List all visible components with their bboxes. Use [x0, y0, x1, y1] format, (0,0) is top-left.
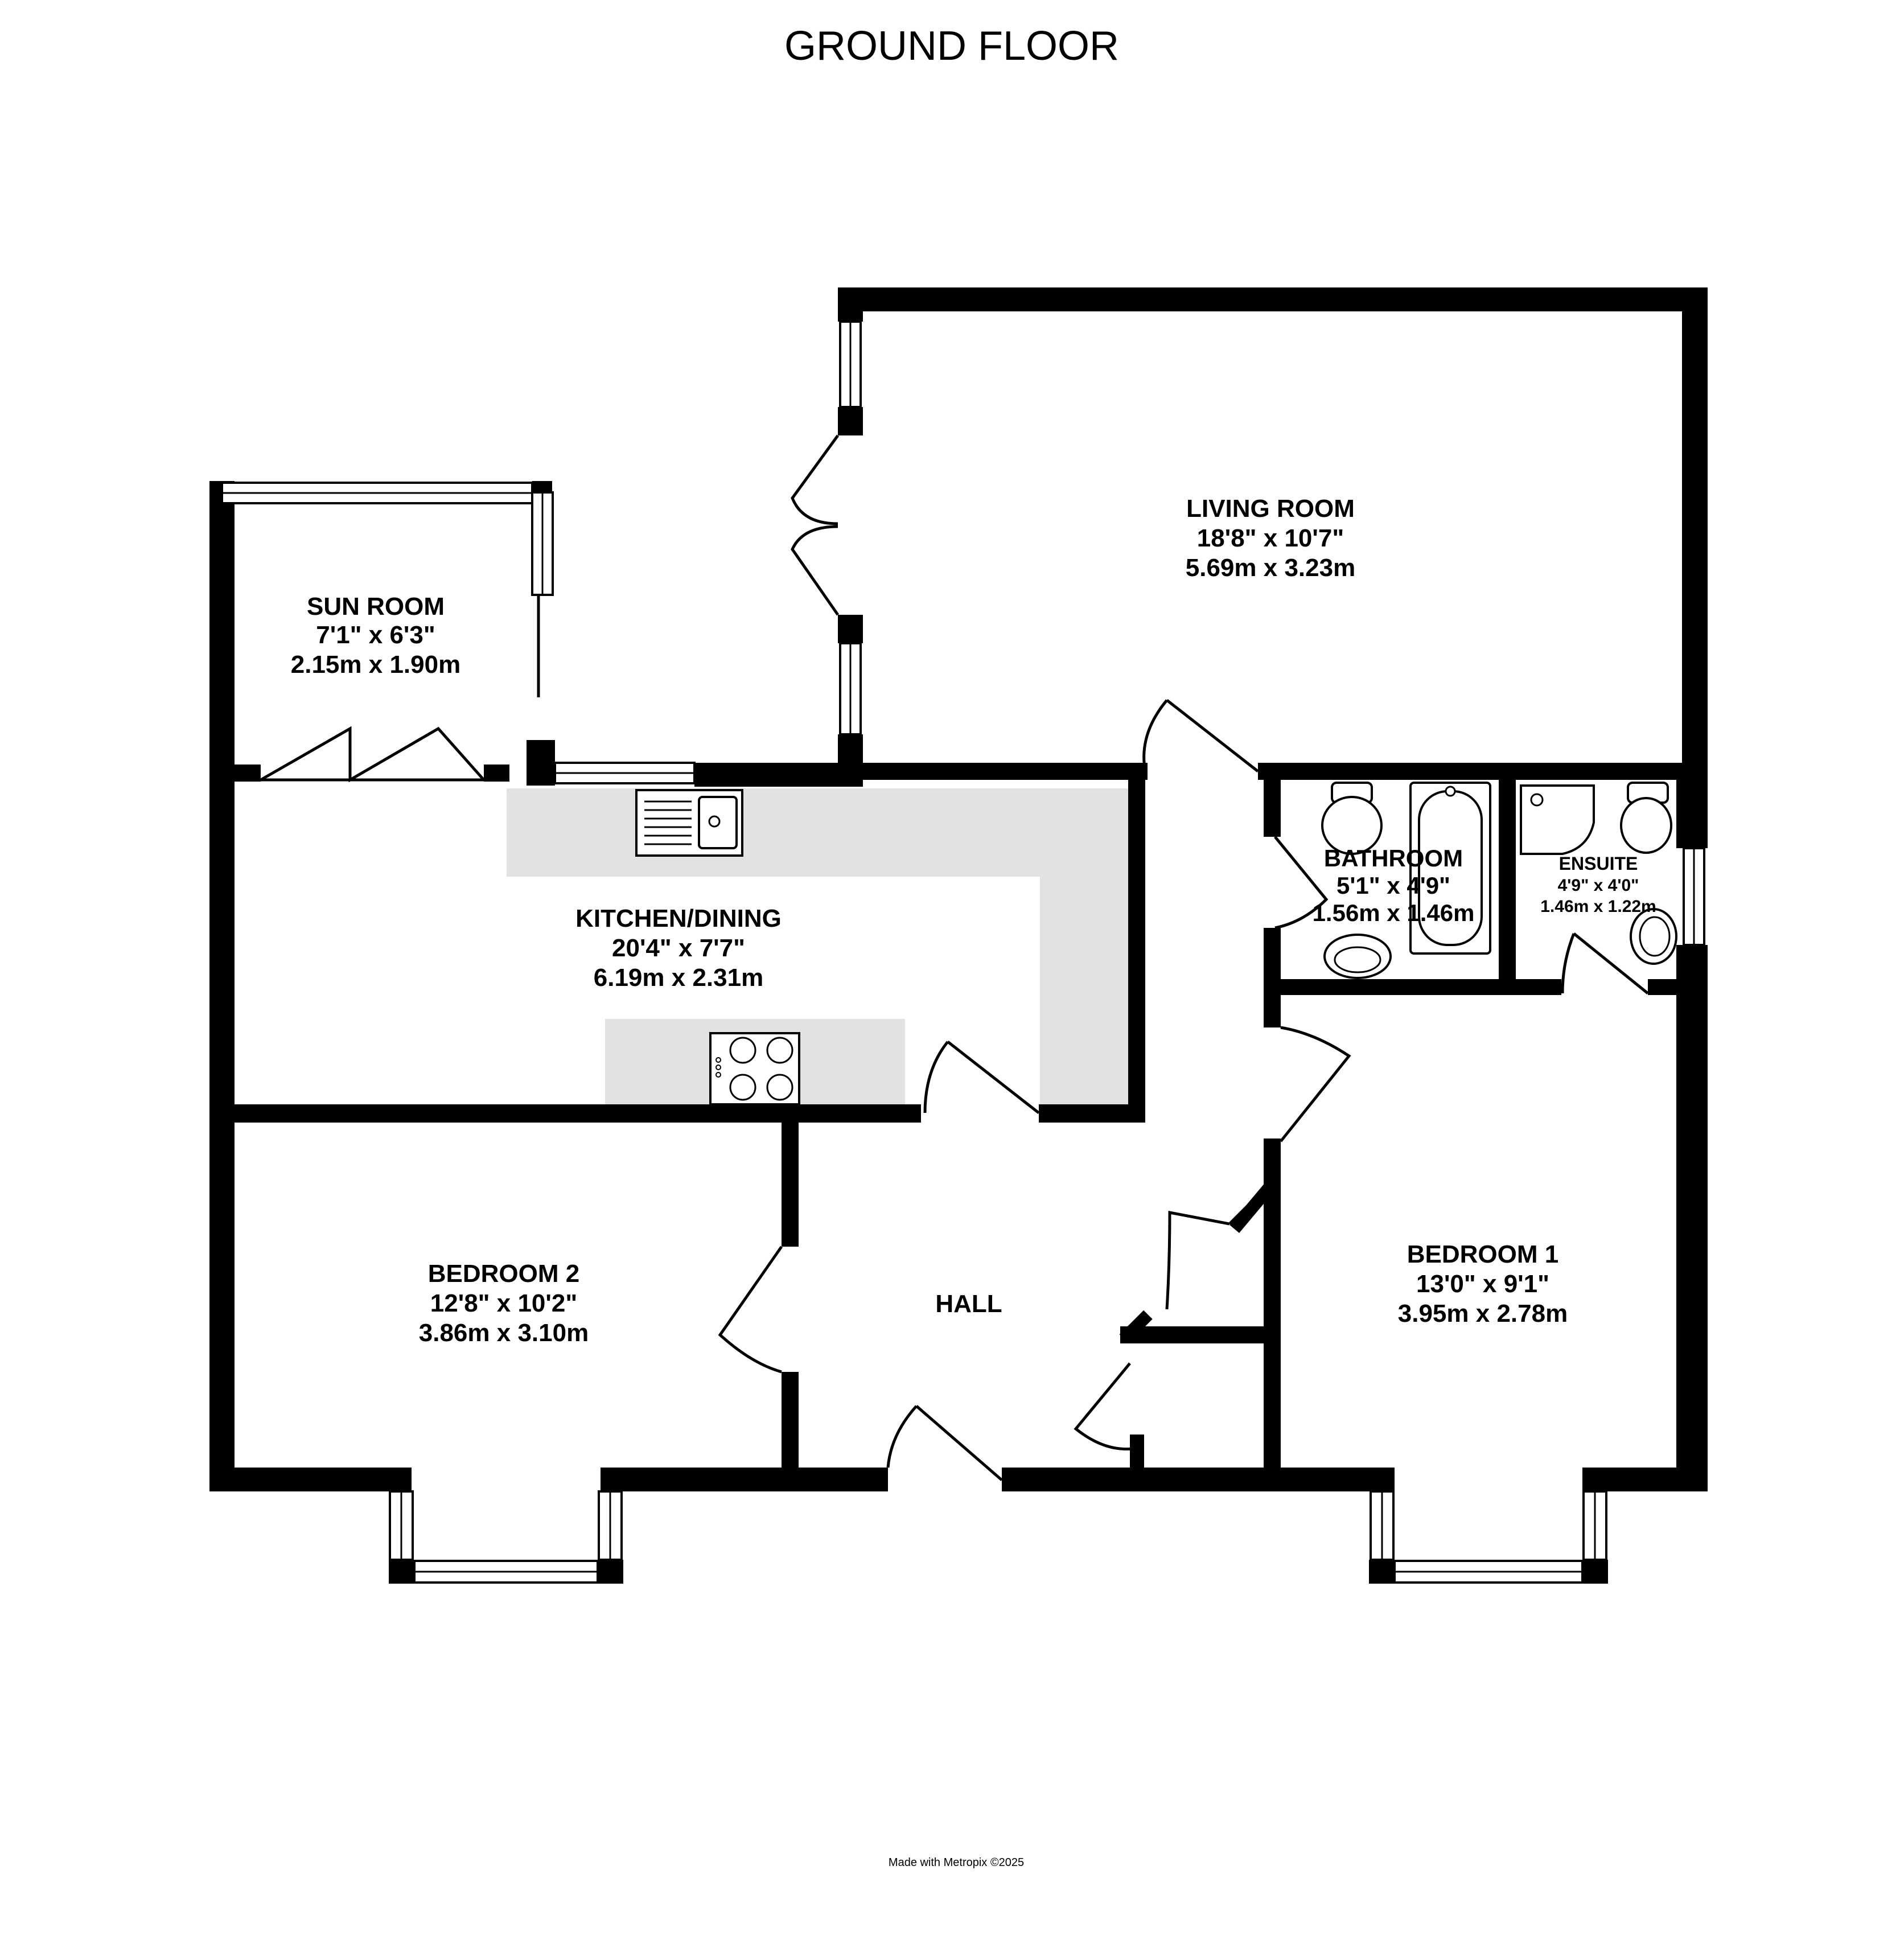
kitchen-sink-icon: [635, 789, 743, 857]
room-name: KITCHEN/DINING: [575, 905, 782, 932]
bath-icon: [1409, 782, 1491, 955]
door-bedroom2: [718, 1246, 783, 1374]
wall-living-bottom-right: [1258, 763, 1708, 780]
wall-bath-ensuite-divider: [1499, 763, 1516, 995]
wall-bath-left-upper: [1264, 763, 1281, 837]
room-metric: 1.56m x 1.46m: [1313, 899, 1475, 926]
wall-bed1-bottom-right: [1582, 1468, 1708, 1491]
wall-sun-corner-tr: [532, 481, 552, 492]
door-ensuite: [1561, 932, 1649, 994]
wall-bed2-left: [209, 1110, 235, 1491]
ensuite-shower-icon: [1520, 784, 1595, 855]
wall-bed2-bay-right-foot: [598, 1560, 623, 1584]
kitchen-worktop-top: [507, 788, 1128, 877]
room-name: BATHROOM: [1324, 845, 1463, 872]
room-name: BEDROOM 1: [1407, 1240, 1558, 1268]
wall-sun-bottom-right: [484, 765, 509, 782]
wall-kitchen-right: [1128, 763, 1145, 1121]
wall-kitchen-bottom-right: [1039, 1104, 1145, 1123]
room-imperial: 5'1" x 4'9": [1336, 872, 1450, 899]
fixtures: [635, 782, 1677, 1105]
wall-living-bottom-mid: [863, 763, 1148, 780]
wall-bed1-bay-left-foot: [1369, 1560, 1395, 1584]
wall-bed2-bottom-right: [601, 1468, 805, 1491]
wall-kitchen-bottom-left: [209, 1104, 921, 1123]
door-bedroom1: [1280, 1026, 1351, 1142]
door-cupboard-lower: [1074, 1362, 1133, 1451]
room-label-bedroom1: BEDROOM 1 13'0" x 9'1" 3.95m x 2.78m: [1398, 1240, 1568, 1327]
wall-bed1-bay-right-foot: [1582, 1560, 1608, 1584]
kitchen-worktop-side: [1040, 788, 1128, 1107]
door-kitchen-hall: [923, 1041, 1040, 1114]
wall-living-top: [838, 287, 1708, 311]
wall-living-left-upper: [838, 287, 863, 322]
bathroom-toilet-icon: [1321, 782, 1383, 855]
kitchen-worktops: [507, 788, 1128, 1107]
room-imperial: 20'4" x 7'7": [612, 934, 745, 962]
wall-living-right: [1682, 287, 1708, 768]
wall-hall-bottom-left: [797, 1468, 888, 1491]
wall-ensuite-right-lower: [1676, 945, 1708, 996]
door-living-hall: [1142, 699, 1259, 772]
bathroom-basin-icon: [1323, 934, 1392, 979]
wall-living-bottom-left: [694, 763, 863, 787]
wall-bed2-bottom-left: [209, 1468, 412, 1491]
room-imperial: 7'1" x 6'3": [316, 621, 435, 649]
doors: [260, 434, 1649, 1481]
wall-cupboard-upper-right: [1264, 1138, 1281, 1207]
wall-cupboard-lower-right: [1130, 1435, 1144, 1486]
ensuite-basin-icon: [1630, 908, 1677, 965]
wall-bed1-left-upper: [1264, 995, 1281, 1026]
wall-cupboard-diagonal: [1119, 1310, 1153, 1343]
wall-kitchen-left: [209, 780, 235, 1110]
wall-bath-bottom: [1264, 979, 1514, 995]
wall-living-left-pier1: [838, 407, 863, 435]
room-name: ENSUITE: [1559, 853, 1638, 874]
room-label-living: LIVING ROOM 18'8" x 10'7" 5.69m x 3.23m: [1186, 495, 1355, 582]
room-name: LIVING ROOM: [1186, 495, 1355, 523]
walls: [209, 287, 1708, 1584]
room-label-ensuite: ENSUITE 4'9" x 4'0" 1.46m x 1.22m: [1540, 853, 1656, 916]
windows: [221, 320, 1705, 1584]
wall-sun-left: [209, 481, 235, 780]
room-imperial: 12'8" x 10'2": [430, 1289, 577, 1317]
room-imperial: 13'0" x 9'1": [1416, 1270, 1549, 1298]
room-label-hall: HALL: [935, 1290, 1002, 1318]
wall-sun-bottom-left: [209, 765, 261, 782]
wall-ensuite-bottom-stub: [1516, 979, 1561, 995]
room-metric: 1.46m x 1.22m: [1540, 897, 1656, 916]
room-name: HALL: [935, 1290, 1002, 1318]
wall-ensuite-right-upper: [1676, 763, 1708, 848]
room-label-sun: SUN ROOM 7'1" x 6'3" 2.15m x 1.90m: [291, 593, 460, 679]
door-sun-bifold: [260, 726, 485, 783]
room-label-bedroom2: BEDROOM 2 12'8" x 10'2" 3.86m x 3.10m: [419, 1260, 589, 1347]
room-label-bathroom: BATHROOM 5'1" x 4'9" 1.56m x 1.46m: [1313, 845, 1475, 926]
hob-icon: [709, 1032, 800, 1105]
floor-title: GROUND FLOOR: [784, 23, 1119, 69]
wall-bed2-bay-left-foot: [389, 1560, 414, 1584]
wall-living-left-pier2: [838, 615, 863, 643]
room-metric: 2.15m x 1.90m: [291, 651, 460, 679]
room-metric: 5.69m x 3.23m: [1186, 554, 1355, 582]
door-front: [886, 1405, 1003, 1481]
room-metric: 3.95m x 2.78m: [1398, 1300, 1568, 1327]
room-name: BEDROOM 2: [428, 1260, 579, 1288]
room-imperial: 18'8" x 10'7": [1197, 524, 1344, 552]
wall-bed1-right: [1676, 995, 1708, 1491]
room-label-kitchen: KITCHEN/DINING 20'4" x 7'7" 6.19m x 2.31…: [575, 905, 782, 992]
room-name: SUN ROOM: [307, 593, 445, 620]
wall-sun-pier: [527, 740, 555, 786]
door-bathroom: [1274, 836, 1329, 930]
room-metric: 6.19m x 2.31m: [594, 964, 763, 992]
wall-cupboard-divider: [1136, 1326, 1272, 1343]
footer-credit: Made with Metropix ©2025: [889, 1856, 1024, 1869]
wall-bed2-right-upper: [782, 1121, 799, 1247]
ensuite-toilet-icon: [1620, 782, 1672, 854]
wall-bed1-bottom-left: [1264, 1468, 1395, 1491]
room-imperial: 4'9" x 4'0": [1558, 876, 1639, 895]
door-living-french-lower: [791, 525, 840, 616]
room-metric: 3.86m x 3.10m: [419, 1319, 589, 1347]
door-living-french-upper: [791, 434, 840, 525]
